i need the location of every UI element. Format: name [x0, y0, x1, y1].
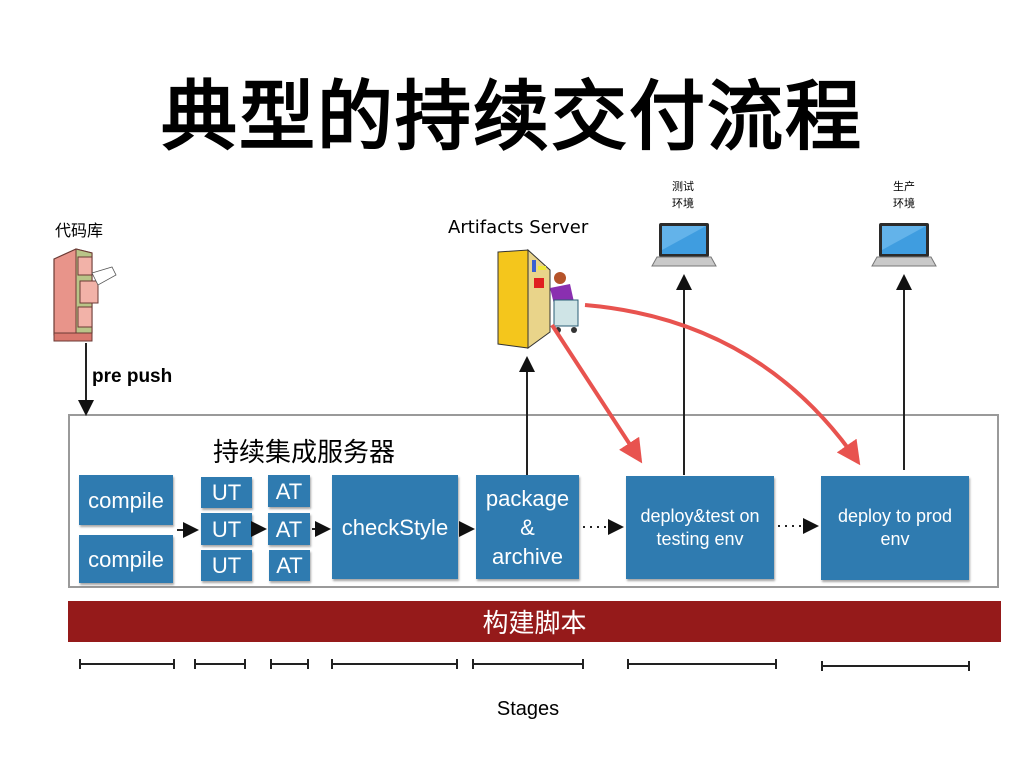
stage-bracket	[821, 661, 970, 671]
compile-box: compile	[79, 535, 173, 583]
laptop-icon	[871, 223, 937, 267]
unit-test-box: UT	[201, 550, 252, 581]
warehouse-shelf-icon	[497, 248, 579, 349]
stages-label: Stages	[496, 698, 560, 720]
laptop-icon	[651, 223, 717, 267]
file-cabinet-icon	[53, 248, 117, 342]
deploy-prod-box: deploy to prod env	[821, 476, 969, 580]
acceptance-test-box: AT	[269, 550, 310, 581]
deploy-test-line1: deploy&test on	[640, 505, 760, 526]
prod-env-label: 生产 环境	[874, 178, 934, 212]
stage-bracket	[472, 659, 584, 669]
package-archive-box: package & archive	[476, 475, 579, 579]
package-line2: &	[520, 514, 535, 540]
acceptance-test-box: AT	[268, 475, 310, 507]
artifact-to-prod-deploy-arrow	[584, 303, 861, 466]
test-env-label-line2: 环境	[672, 197, 694, 210]
stage-brackets	[79, 659, 970, 671]
deploy-prod-line2: env	[880, 529, 910, 549]
ci-server-frame	[68, 414, 999, 588]
stage-bracket	[270, 659, 309, 669]
test-env-label: 测试 环境	[653, 178, 713, 212]
ci-server-title: 持续集成服务器	[213, 438, 396, 468]
checkstyle-box: checkStyle	[332, 475, 458, 579]
artifacts-server-label: Artifacts Server	[448, 217, 589, 238]
package-line3: archive	[492, 543, 563, 569]
test-env-label-line1: 测试	[672, 180, 694, 193]
pre-push-label: pre push	[92, 366, 173, 387]
stage-bracket	[79, 659, 175, 669]
stage-bracket	[627, 659, 777, 669]
page-title: 典型的持续交付流程	[161, 72, 863, 161]
deploy-test-line2: testing env	[656, 528, 744, 549]
repo-label: 代码库	[55, 221, 104, 240]
stage-bracket	[194, 659, 246, 669]
deploy-test-box: deploy&test on testing env	[626, 476, 774, 579]
artifact-to-test-deploy-arrow	[550, 323, 643, 464]
build-script-bar: 构建脚本	[68, 601, 1001, 642]
compile-box: compile	[79, 475, 173, 525]
prod-env-label-line1: 生产	[893, 180, 915, 193]
stage-bracket	[331, 659, 458, 669]
unit-test-box: UT	[201, 513, 252, 545]
acceptance-test-box: AT	[268, 513, 310, 545]
package-line1: package	[485, 485, 570, 511]
unit-test-box: UT	[201, 477, 252, 508]
prod-env-label-line2: 环境	[893, 197, 915, 210]
deploy-prod-line1: deploy to prod	[837, 506, 953, 526]
